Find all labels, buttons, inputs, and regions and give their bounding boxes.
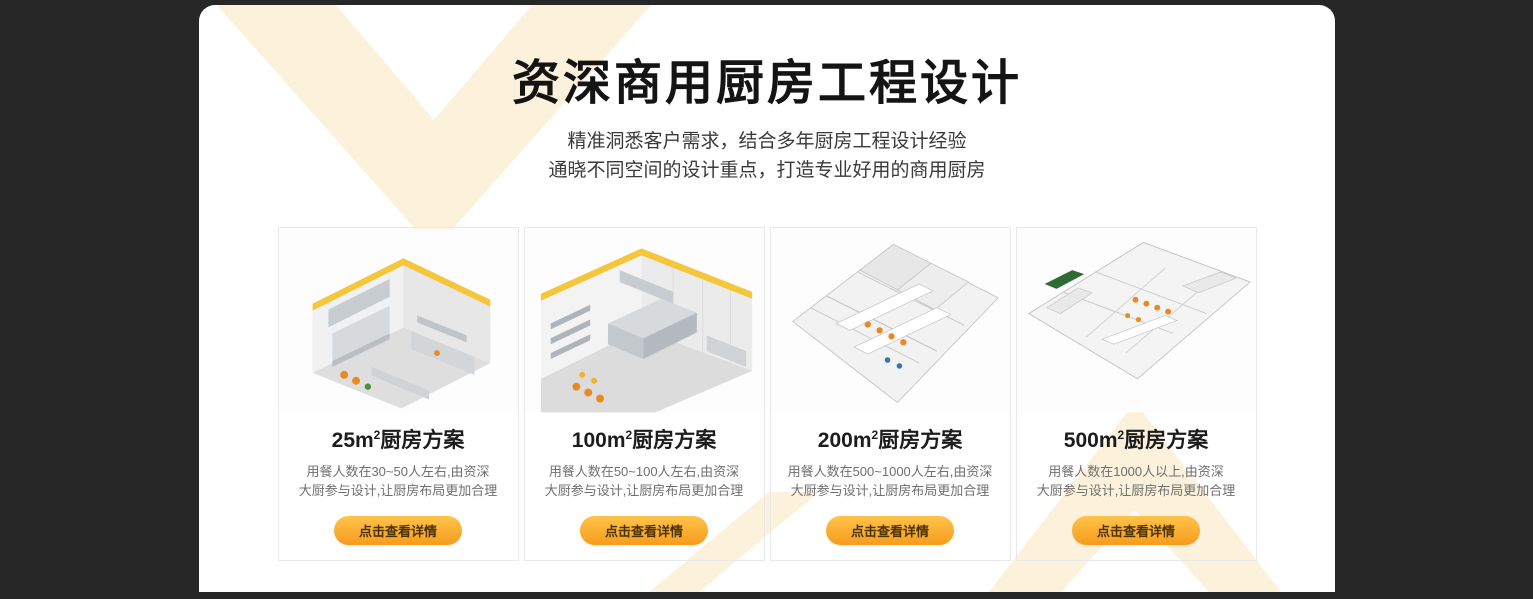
kitchen-floorplan-illustration: [1016, 228, 1256, 413]
kitchen-floorplan-illustration: [770, 228, 1010, 413]
kitchen-render-200sqm: [770, 228, 1010, 413]
view-details-button[interactable]: 点击查看详情: [334, 516, 462, 545]
view-details-button[interactable]: 点击查看详情: [580, 516, 708, 545]
kitchen-render-100sqm: [524, 228, 764, 413]
plan-size-sup: 2: [625, 428, 633, 442]
plan-desc-line-2: 大厨参与设计,让厨房布局更加合理: [790, 483, 990, 498]
plan-description: 用餐人数在50~100人左右,由资深 大厨参与设计,让厨房布局更加合理: [545, 462, 744, 500]
plan-size: 25m: [331, 429, 374, 452]
plan-description: 用餐人数在30~50人左右,由资深 大厨参与设计,让厨房布局更加合理: [299, 462, 498, 500]
plan-card-500sqm: 500m2厨房方案 用餐人数在1000人以上,由资深 大厨参与设计,让厨房布局更…: [1015, 227, 1257, 561]
kitchen-isometric-illustration: [278, 228, 518, 413]
section-title: 资深商用厨房工程设计: [511, 57, 1022, 110]
plan-title-text: 厨房方案: [380, 429, 465, 452]
kitchen-render-25sqm: [278, 228, 518, 413]
view-details-button[interactable]: 点击查看详情: [1072, 516, 1200, 545]
plan-title: 25m2厨房方案: [332, 429, 465, 453]
subtitle-line-2: 通晓不同空间的设计重点，打造专业好用的商用厨房: [548, 160, 986, 181]
plan-desc-line-2: 大厨参与设计,让厨房布局更加合理: [1036, 483, 1236, 498]
view-details-button[interactable]: 点击查看详情: [826, 516, 954, 545]
kitchen-render-500sqm: [1016, 228, 1256, 413]
kitchen-isometric-illustration: [524, 228, 764, 413]
plan-title-text: 厨房方案: [632, 429, 717, 452]
plan-card-200sqm: 200m2厨房方案 用餐人数在500~1000人左右,由资深 大厨参与设计,让厨…: [769, 227, 1011, 561]
section-header: 资深商用厨房工程设计 精准洞悉客户需求，结合多年厨房工程设计经验 通晓不同空间的…: [199, 59, 1335, 185]
plan-title-text: 厨房方案: [878, 429, 963, 452]
plan-size: 500m: [1063, 429, 1118, 452]
plan-card-100sqm: 100m2厨房方案 用餐人数在50~100人左右,由资深 大厨参与设计,让厨房布…: [523, 227, 765, 561]
plan-desc-line-1: 用餐人数在500~1000人左右,由资深: [787, 464, 993, 479]
plan-card-25sqm: 25m2厨房方案 用餐人数在30~50人左右,由资深 大厨参与设计,让厨房布局更…: [277, 227, 519, 561]
plan-size: 100m: [571, 429, 626, 452]
subtitle-line-1: 精准洞悉客户需求，结合多年厨房工程设计经验: [567, 131, 967, 152]
plan-size: 200m: [817, 429, 872, 452]
plan-desc-line-1: 用餐人数在30~50人左右,由资深: [306, 464, 490, 479]
plan-desc-line-2: 大厨参与设计,让厨房布局更加合理: [298, 483, 498, 498]
plan-title: 100m2厨房方案: [572, 429, 716, 453]
plan-title: 500m2厨房方案: [1064, 429, 1208, 453]
section-subtitle: 精准洞悉客户需求，结合多年厨房工程设计经验 通晓不同空间的设计重点，打造专业好用…: [199, 127, 1335, 185]
content-panel: 资深商用厨房工程设计 精准洞悉客户需求，结合多年厨房工程设计经验 通晓不同空间的…: [199, 5, 1335, 592]
plan-desc-line-1: 用餐人数在1000人以上,由资深: [1048, 464, 1224, 479]
plan-description: 用餐人数在1000人以上,由资深 大厨参与设计,让厨房布局更加合理: [1037, 462, 1236, 500]
plan-description: 用餐人数在500~1000人左右,由资深 大厨参与设计,让厨房布局更加合理: [788, 462, 993, 500]
plan-desc-line-2: 大厨参与设计,让厨房布局更加合理: [544, 483, 744, 498]
plan-size-sup: 2: [871, 428, 879, 442]
plan-cards-row: 25m2厨房方案 用餐人数在30~50人左右,由资深 大厨参与设计,让厨房布局更…: [199, 227, 1335, 561]
plan-size-sup: 2: [373, 428, 381, 442]
plan-desc-line-1: 用餐人数在50~100人左右,由资深: [548, 464, 740, 479]
plan-title-text: 厨房方案: [1124, 429, 1209, 452]
plan-title: 200m2厨房方案: [818, 429, 962, 453]
